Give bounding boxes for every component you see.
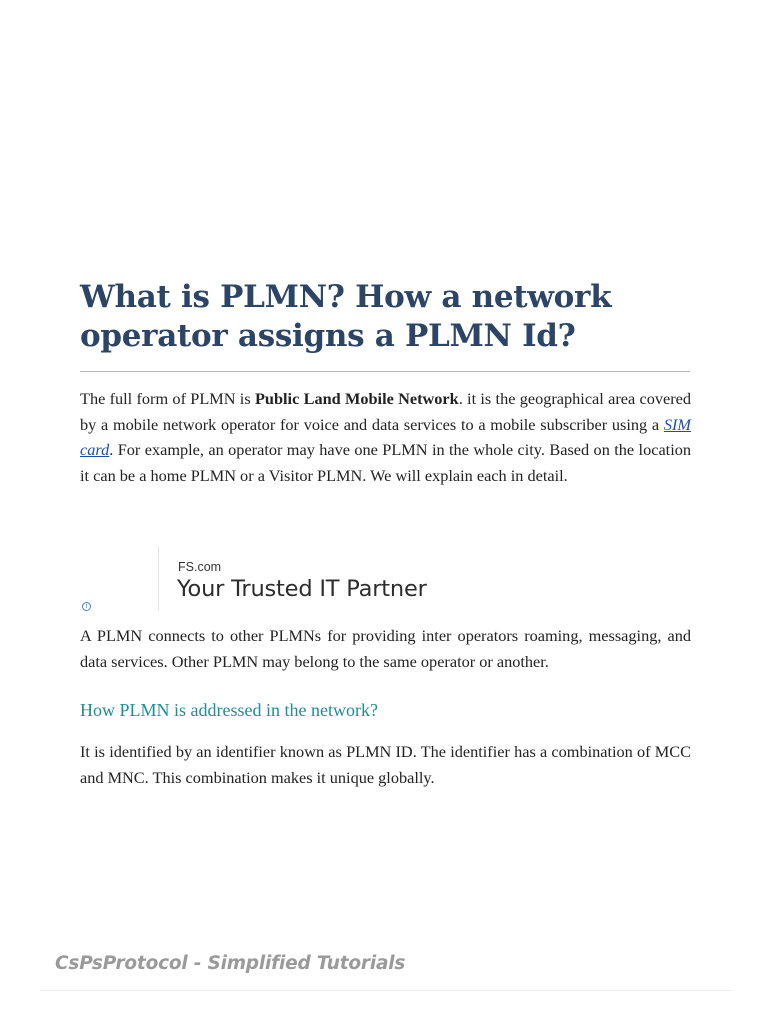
roaming-paragraph: A PLMN connects to other PLMNs for provi… — [80, 626, 691, 671]
sim-card-link[interactable]: SIM card — [80, 414, 691, 460]
ad-brand-name: FS.com — [178, 560, 222, 574]
footer-divider — [40, 990, 733, 991]
title-divider — [80, 371, 690, 372]
intro-paragraph: The full form of PLMN is Public Land Mob… — [80, 386, 691, 488]
ad-tagline: Your Trusted IT Partner — [177, 576, 427, 602]
section-subheading: How PLMN is addressed in the network? — [80, 700, 378, 720]
footer-site-name: CsPsProtocol - Simplified Tutorials — [55, 953, 406, 974]
intro-text-2: . it is the geographical area covered by… — [80, 389, 691, 434]
intro-text-1: The full form of PLMN is — [80, 389, 255, 408]
article-title: What is PLMN? How a network operator ass… — [80, 279, 612, 354]
identifier-paragraph: It is identified by an identifier known … — [80, 742, 691, 787]
advertisement-banner[interactable]: FS.com Your Trusted IT Partner i — [80, 546, 690, 614]
ad-info-icon[interactable]: i — [82, 602, 91, 611]
intro-bold-term: Public Land Mobile Network — [254, 389, 459, 408]
ad-divider — [158, 546, 159, 610]
intro-text-3: . For example, an operator may have one … — [80, 440, 691, 485]
